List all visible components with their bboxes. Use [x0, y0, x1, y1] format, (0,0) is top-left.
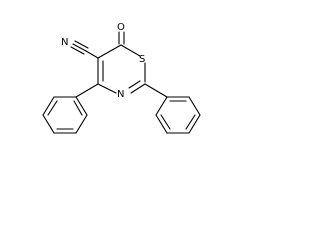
atom-label-ring-s: S: [139, 54, 145, 65]
phenyl-ring-right: [155, 96, 201, 134]
atom-label-nitrile-n: N: [61, 37, 68, 48]
bond-c5-c6: [97, 44, 122, 59]
bond-cn-triple-a: [72, 43, 87, 52]
bond-layer: [42, 31, 201, 134]
bond-c6-s1: [120, 44, 141, 57]
atom-label-layer: N O S N: [61, 22, 145, 100]
atom-label-carbonyl-o: O: [117, 22, 125, 33]
phenyl-ring-left: [42, 96, 88, 134]
bond-c2-n3: [130, 83, 146, 94]
bond-n3-c4: [97, 83, 117, 94]
atom-label-ring-n: N: [117, 89, 124, 100]
bond-c5-cn: [85, 50, 99, 59]
bond-c2-ph2: [144, 83, 168, 98]
bond-c4-ph1: [75, 83, 99, 98]
structure-canvas: N O S N: [0, 0, 225, 153]
molecule-drawing: N O S N: [42, 22, 201, 134]
bond-c2-n3-inner: [128, 80, 141, 89]
bond-cn-triple-c: [70, 46, 85, 55]
bond-cn-triple-b: [74, 40, 89, 49]
